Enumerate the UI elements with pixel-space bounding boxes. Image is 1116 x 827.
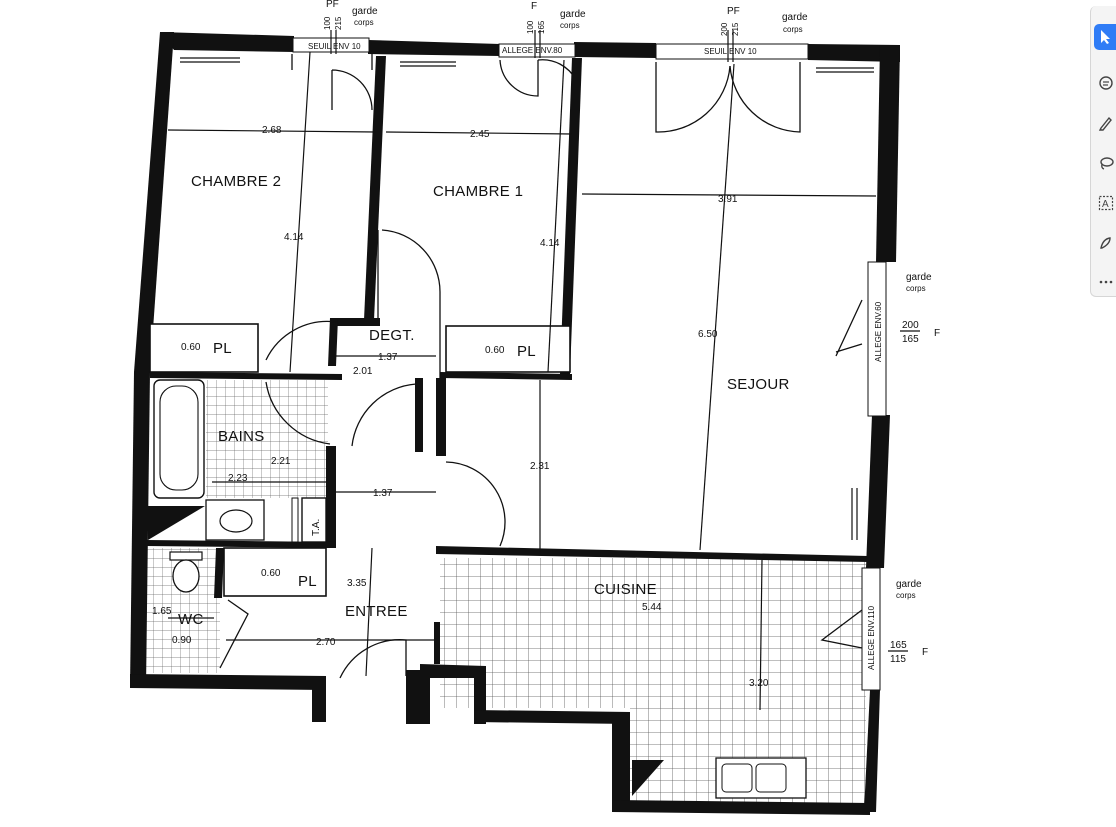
plan-label: 0.60 (485, 345, 505, 356)
plan-label: PL (213, 340, 232, 357)
kitchen-sink (715, 757, 807, 799)
dimension-values: 2.68 4.14 2.45 4.14 3.91 6.50 0.60 PL 0.… (152, 125, 769, 689)
room-wc: WC (178, 611, 204, 628)
plan-label: 2.31 (530, 461, 550, 472)
plan-label: corps (896, 591, 916, 600)
plan-label: PF (727, 6, 740, 17)
fixtures (149, 323, 807, 799)
plan-label: 1.37 (378, 352, 398, 363)
plan-label: garde (352, 6, 378, 17)
plan-label: F (934, 328, 940, 339)
plan-label: 2.70 (316, 637, 336, 648)
plan-label: garde (896, 579, 922, 590)
more-tool-icon[interactable] (1095, 268, 1116, 294)
plan-label: 115 (890, 654, 906, 665)
plan-label: corps (906, 284, 926, 293)
comment-tool-icon[interactable] (1095, 70, 1116, 96)
plan-label: 0.90 (172, 635, 192, 646)
plan-label: 0.60 (181, 342, 201, 353)
plan-label: 165 (890, 640, 907, 651)
plan-label: 3.91 (718, 194, 738, 205)
exterior-walls (130, 32, 900, 815)
select-tool-icon[interactable] (1094, 24, 1116, 50)
room-chambre2: CHAMBRE 2 (191, 173, 281, 190)
plan-label: 200 (720, 22, 729, 36)
room-sejour: SEJOUR (727, 376, 790, 393)
plan-label: corps (783, 25, 803, 34)
plan-label: ALLEGE ENV.60 (874, 301, 883, 362)
plan-label: 2.45 (470, 129, 490, 140)
closet-entree (223, 547, 327, 597)
lasso-tool-icon[interactable] (1095, 150, 1116, 176)
room-chambre1: CHAMBRE 1 (433, 183, 523, 200)
plan-label: 2.21 (271, 456, 291, 467)
plan-label: 100 (323, 16, 332, 30)
plan-label: 100 (526, 20, 535, 34)
plan-label: garde (560, 9, 586, 20)
draw-tool-icon[interactable] (1095, 110, 1116, 136)
plan-label: 5.44 (642, 602, 662, 613)
plan-label: F (922, 647, 928, 658)
plan-label: 215 (334, 16, 343, 30)
annotation-toolbar: A (1090, 6, 1116, 297)
room-bains: BAINS (218, 428, 265, 445)
ta-label: T.A. (311, 519, 322, 536)
interior-walls (146, 56, 868, 796)
plan-label: 2.01 (353, 366, 373, 377)
plan-label: PF (326, 0, 339, 10)
closet-ch2 (149, 323, 259, 373)
plan-label: PL (517, 343, 536, 360)
room-degt: DEGT. (369, 327, 415, 344)
plan-label: PL (298, 573, 317, 590)
plan-label: 3.20 (749, 678, 769, 689)
plan-label: ALLEGE ENV.80 (502, 46, 563, 55)
plan-label: 1.37 (373, 488, 393, 499)
dimension-lines (167, 30, 877, 711)
plan-label: 200 (902, 320, 919, 331)
plan-label: 165 (902, 334, 919, 345)
plan-label: 2.68 (262, 125, 282, 136)
plan-label: SEUIL ENV 10 (308, 42, 361, 51)
ta-cabinet (301, 497, 327, 543)
room-labels: CHAMBRE 2 CHAMBRE 1 SEJOUR DEGT. BAINS W… (178, 173, 790, 628)
window-annotations: SEUIL ENV 10 ALLEGE ENV.80 SEUIL ENV 10 … (308, 0, 940, 670)
plan-label: corps (560, 21, 580, 30)
toilet (169, 551, 203, 561)
plan-label: ALLEGE ENV.110 (867, 605, 876, 670)
plan-label: 215 (731, 22, 740, 36)
plan-label: 4.14 (540, 238, 560, 249)
plan-label: garde (906, 272, 932, 283)
svg-text:A: A (1102, 199, 1109, 210)
plan-label: 0.60 (261, 568, 281, 579)
room-cuisine: CUISINE (594, 581, 657, 598)
closet-ch1 (445, 325, 571, 373)
plan-label: SEUIL ENV 10 (704, 47, 757, 56)
plan-label: corps (354, 18, 374, 27)
plan-label: F (531, 1, 537, 12)
plan-label: 3.35 (347, 578, 367, 589)
room-entree: ENTREE (345, 603, 408, 620)
plan-label: 165 (537, 20, 546, 34)
bathtub (153, 379, 205, 499)
plan-label: 4.14 (284, 232, 304, 243)
plan-label: garde (782, 12, 808, 23)
plan-label: 1.65 (152, 606, 172, 617)
doors (219, 54, 863, 679)
plan-label: 6.50 (698, 329, 718, 340)
text-box-tool-icon[interactable]: A (1095, 190, 1116, 216)
bathroom-sink (205, 499, 265, 541)
plan-label: 2.23 (228, 473, 248, 484)
kitchen-tiles (440, 558, 866, 808)
sign-tool-icon[interactable] (1095, 230, 1116, 256)
